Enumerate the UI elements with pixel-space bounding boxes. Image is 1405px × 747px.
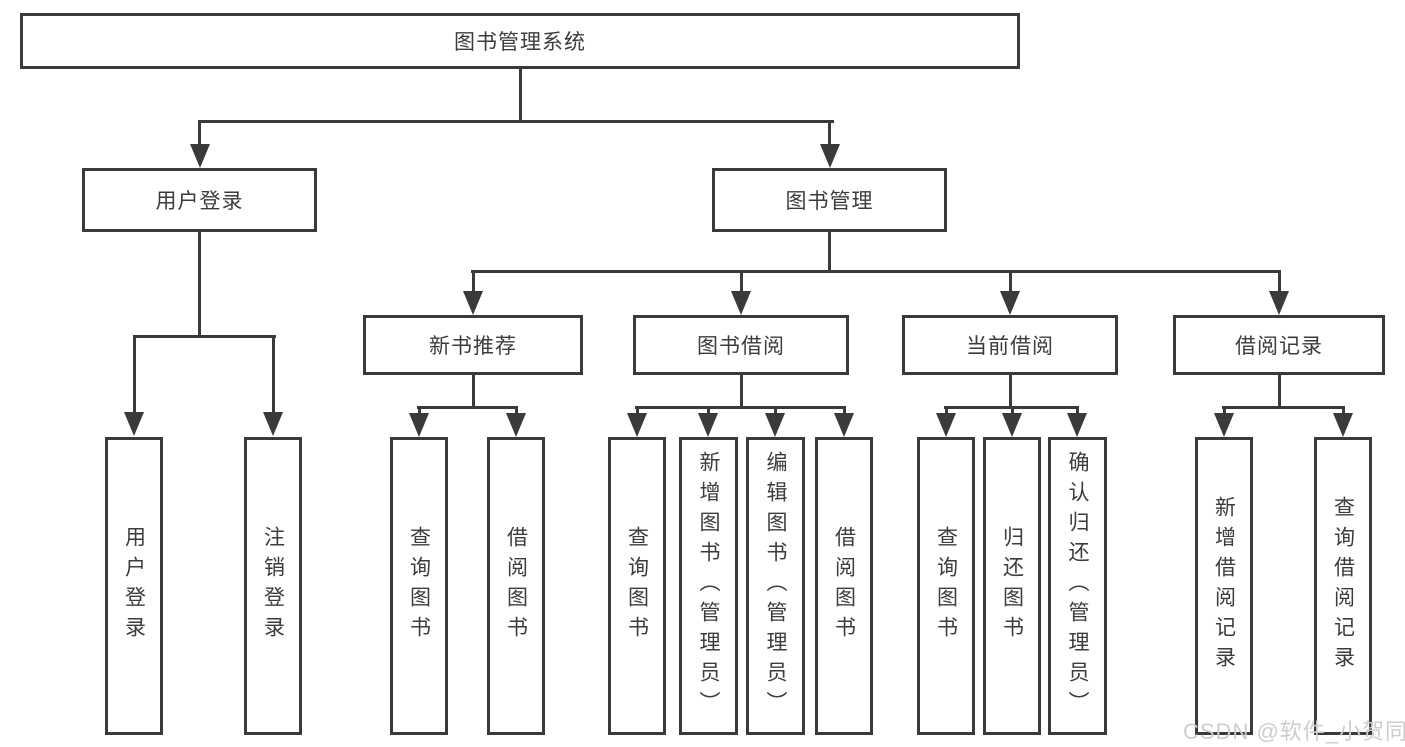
connector-stem: [1076, 406, 1079, 418]
arrow-down-icon: [1269, 291, 1289, 315]
node-borrow-books-action: 借阅图书: [815, 437, 873, 735]
node-logout-action: 注销登录: [244, 437, 302, 735]
node-user-login-action: 用户登录: [105, 437, 163, 735]
node-query-borrow-record: 查询借阅记录: [1314, 437, 1372, 735]
node-confirm-return-admin: 确认归还（管理员）: [1048, 437, 1107, 735]
connector-user-login-down: [198, 232, 201, 338]
node-user-login: 用户登录: [82, 168, 317, 232]
arrow-down-icon: [263, 412, 283, 436]
node-add-borrow-record: 新增借阅记录: [1195, 437, 1253, 735]
arrow-down-icon: [627, 413, 647, 437]
connector-group5-branch: [1222, 406, 1345, 409]
csdn-watermark: CSDN @软件_小贺同学: [1183, 719, 1405, 744]
connector-stem: [515, 406, 518, 418]
arrow-down-icon: [506, 413, 526, 437]
arrow-down-icon: [936, 413, 956, 437]
arrow-down-icon: [463, 291, 483, 315]
arrow-down-icon: [124, 412, 144, 436]
connector-stem: [272, 335, 275, 412]
arrow-down-icon: [1000, 291, 1020, 315]
connector-level1-branch: [198, 120, 834, 123]
node-borrow-books-recommend: 借阅图书: [487, 437, 545, 735]
connector-stem: [1223, 406, 1226, 418]
arrow-down-icon: [190, 144, 210, 168]
arrow-down-icon: [834, 413, 854, 437]
node-book-management: 图书管理: [712, 168, 947, 232]
connector-book-management-stem: [828, 120, 831, 148]
connector-new-book-down: [472, 374, 475, 409]
arrow-down-icon: [731, 291, 751, 315]
connector-records-down: [1278, 374, 1281, 409]
connector-stem: [707, 406, 710, 418]
connector-stem: [1342, 406, 1345, 418]
connector-stem: [740, 270, 743, 294]
node-new-book-recommendation: 新书推荐: [363, 315, 583, 375]
arrow-down-icon: [1214, 413, 1234, 437]
arrow-down-icon: [820, 144, 840, 168]
node-library-management-system: 图书管理系统: [20, 13, 1020, 69]
connector-book-borrow-down: [740, 374, 743, 409]
node-return-books: 归还图书: [983, 437, 1041, 735]
connector-book-management-down: [828, 232, 831, 272]
arrow-down-icon: [765, 413, 785, 437]
node-add-books-admin: 新增图书（管理员）: [679, 437, 738, 735]
connector-stem: [1009, 270, 1012, 294]
node-book-borrowing: 图书借阅: [633, 315, 849, 375]
connector-level2-branch: [471, 270, 1281, 273]
node-query-books-borrowing: 查询图书: [608, 437, 666, 735]
connector-stem: [418, 406, 421, 418]
connector-root-stem: [519, 69, 522, 120]
connector-current-borrow-down: [1009, 374, 1012, 409]
node-current-borrowing: 当前借阅: [902, 315, 1118, 375]
connector-stem: [1011, 406, 1014, 418]
node-edit-books-admin: 编辑图书（管理员）: [746, 437, 805, 735]
connector-stem: [133, 335, 136, 412]
arrow-down-icon: [1333, 413, 1353, 437]
arrow-down-icon: [1002, 413, 1022, 437]
arrow-down-icon: [1067, 413, 1087, 437]
connector-user-login-stem: [198, 120, 201, 148]
node-query-books-recommend: 查询图书: [390, 437, 448, 735]
arrow-down-icon: [698, 413, 718, 437]
connector-stem: [636, 406, 639, 418]
connector-user-login-branch: [133, 335, 276, 338]
node-borrowing-records: 借阅记录: [1173, 315, 1385, 375]
arrow-down-icon: [409, 413, 429, 437]
connector-group2-branch: [417, 406, 518, 409]
connector-stem: [1278, 270, 1281, 294]
connector-stem: [774, 406, 777, 418]
connector-group3-branch: [635, 406, 846, 409]
node-query-books-current: 查询图书: [917, 437, 975, 735]
connector-stem: [843, 406, 846, 418]
connector-stem: [472, 270, 475, 294]
connector-stem: [945, 406, 948, 418]
